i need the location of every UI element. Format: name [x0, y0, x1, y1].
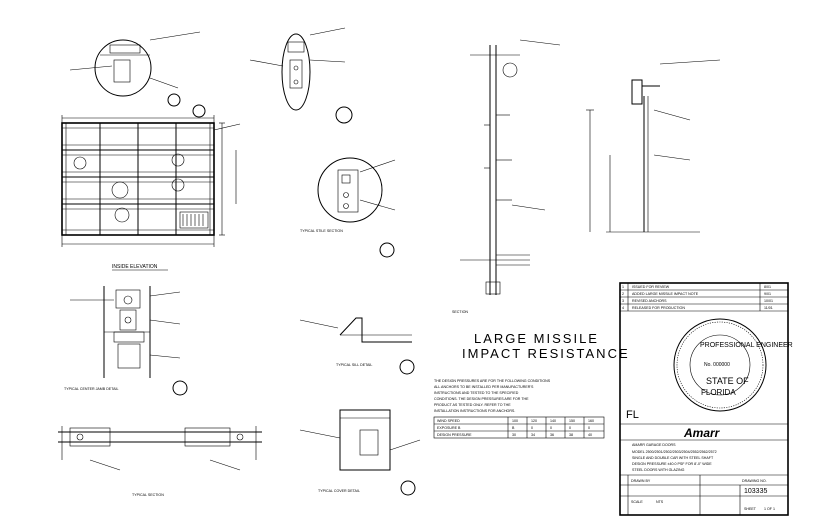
description-line: STEEL DOORS WITH GLAZING	[632, 468, 685, 472]
detail-bottom-section	[58, 426, 262, 471]
company-line: AMARR GARAGE DOORS	[632, 443, 676, 447]
note-line: CONDITIONS. THE DESIGN PRESSURES ARE FOR…	[434, 397, 529, 401]
pt-r0c4: 0	[569, 426, 571, 430]
pt-r1c5: 40	[588, 433, 592, 437]
detail-hinge-oval	[249, 27, 346, 111]
rev-date: 8/01	[764, 285, 771, 289]
inside-elevation-label: INSIDE ELEVATION	[112, 264, 158, 270]
note-line: INSTALLATION INSTRUCTIONS FOR ANCHORS.	[434, 409, 515, 413]
pt-r0c2: 0	[531, 426, 533, 430]
sheet-label: SHEET	[744, 507, 757, 511]
pt-r1c4: 38	[569, 433, 573, 437]
drawn-by-label: DRAWN BY	[631, 479, 651, 483]
note-line: INSTRUCTIONS AND TESTED TO THE SPECIFIED	[434, 391, 519, 395]
description-line: DESIGN PRESSURE ±40.0 PSF FOR 8'-0" WIDE	[632, 462, 712, 466]
right-section-header	[586, 59, 721, 233]
vertical-section-track	[460, 39, 561, 295]
pt-h1: 100	[512, 419, 518, 423]
pt-h3: 140	[550, 419, 556, 423]
note-line: PRODUCT AS TESTED ONLY. REFER TO THE	[434, 403, 511, 407]
pt-r0c0: EXPOSURE B	[437, 426, 461, 430]
sheet-value: 1 OF 1	[764, 507, 775, 511]
seal-license: No. 000000	[704, 362, 730, 368]
drawing-no-label: DRAWING NO.	[742, 479, 767, 483]
pt-r1c2: 34	[531, 433, 535, 437]
rev-desc: REVISED ANCHORS	[632, 299, 667, 303]
detail-1-bracket	[69, 31, 201, 107]
pt-r0c3: 0	[550, 426, 552, 430]
pt-h2: 120	[531, 419, 537, 423]
pt-h5: 160	[588, 419, 594, 423]
design-notes: THE DESIGN PRESSURES ARE FOR THE FOLLOWI…	[434, 379, 551, 413]
drawing-no: 103335	[744, 488, 767, 495]
fl-mark: FL	[626, 409, 639, 421]
rev-desc: ADDED LARGE MISSILE IMPACT NOTE	[632, 292, 699, 296]
seal-state: STATE OF	[706, 376, 749, 386]
pt-h4: 150	[569, 419, 575, 423]
rev-num: 3	[622, 299, 624, 303]
amarr-logo: Amarr	[683, 426, 721, 440]
pt-r1c0: DESIGN PRESSURE	[437, 433, 472, 437]
cover-section-label: TYPICAL COVER DETAIL	[318, 489, 360, 493]
pt-h0: WIND SPEED	[437, 419, 460, 423]
note-line: THE DESIGN PRESSURES ARE FOR THE FOLLOWI…	[434, 379, 551, 383]
pt-r0c5: 0	[588, 426, 590, 430]
rev-num: 4	[622, 306, 624, 310]
description-line: SINGLE AND DOUBLE CAR WITH STEEL SHAFT	[632, 456, 714, 460]
pt-r1c1: 30	[512, 433, 516, 437]
vertical-section-label: SECTION	[452, 310, 468, 314]
rev-num: 1	[622, 285, 624, 289]
scale-label: SCALE	[631, 500, 643, 504]
bottom-section-label: TYPICAL SECTION	[132, 493, 164, 497]
scale-value: NTS	[656, 500, 664, 504]
rev-desc: RELEASED FOR PRODUCTION	[632, 306, 685, 310]
pt-r1c3: 36	[550, 433, 554, 437]
rev-num: 2	[622, 292, 624, 296]
typical-sill-label: TYPICAL SILL DETAIL	[336, 363, 372, 367]
center-section-label: TYPICAL STILE SECTION	[300, 229, 343, 233]
main-title-line2: IMPACT RESISTANCE	[462, 346, 630, 361]
pressure-table: WIND SPEED 100 120 140 150 160 EXPOSURE …	[433, 416, 605, 439]
rev-desc: ISSUED FOR REVIEW	[632, 285, 670, 289]
rev-date: 9/01	[764, 292, 771, 296]
typical-jamb-label: TYPICAL CENTER JAMB DETAIL	[64, 387, 119, 391]
note-line: ALL ANCHORS TO BE INSTALLED PER MANUFACT…	[434, 385, 534, 389]
engineer-seal	[673, 318, 767, 412]
seal-florida: FLORIDA	[701, 388, 736, 397]
rev-date: 11/01	[764, 306, 773, 310]
rev-date: 10/01	[764, 299, 773, 303]
detail-3-center-jamb	[70, 286, 188, 396]
detail-5-stile-section	[317, 157, 396, 258]
detail-7-cover	[299, 409, 421, 496]
main-title-line1: LARGE MISSILE	[474, 331, 599, 346]
inside-elevation-door	[61, 104, 353, 247]
detail-6-joint	[299, 317, 415, 375]
description-line: MODEL 2500/2501/2502/2503/2504/2552/2562…	[632, 450, 717, 454]
pt-r0c1: B	[512, 426, 515, 430]
seal-ring-text: PROFESSIONAL ENGINEER	[700, 342, 793, 349]
title-block	[619, 282, 789, 516]
